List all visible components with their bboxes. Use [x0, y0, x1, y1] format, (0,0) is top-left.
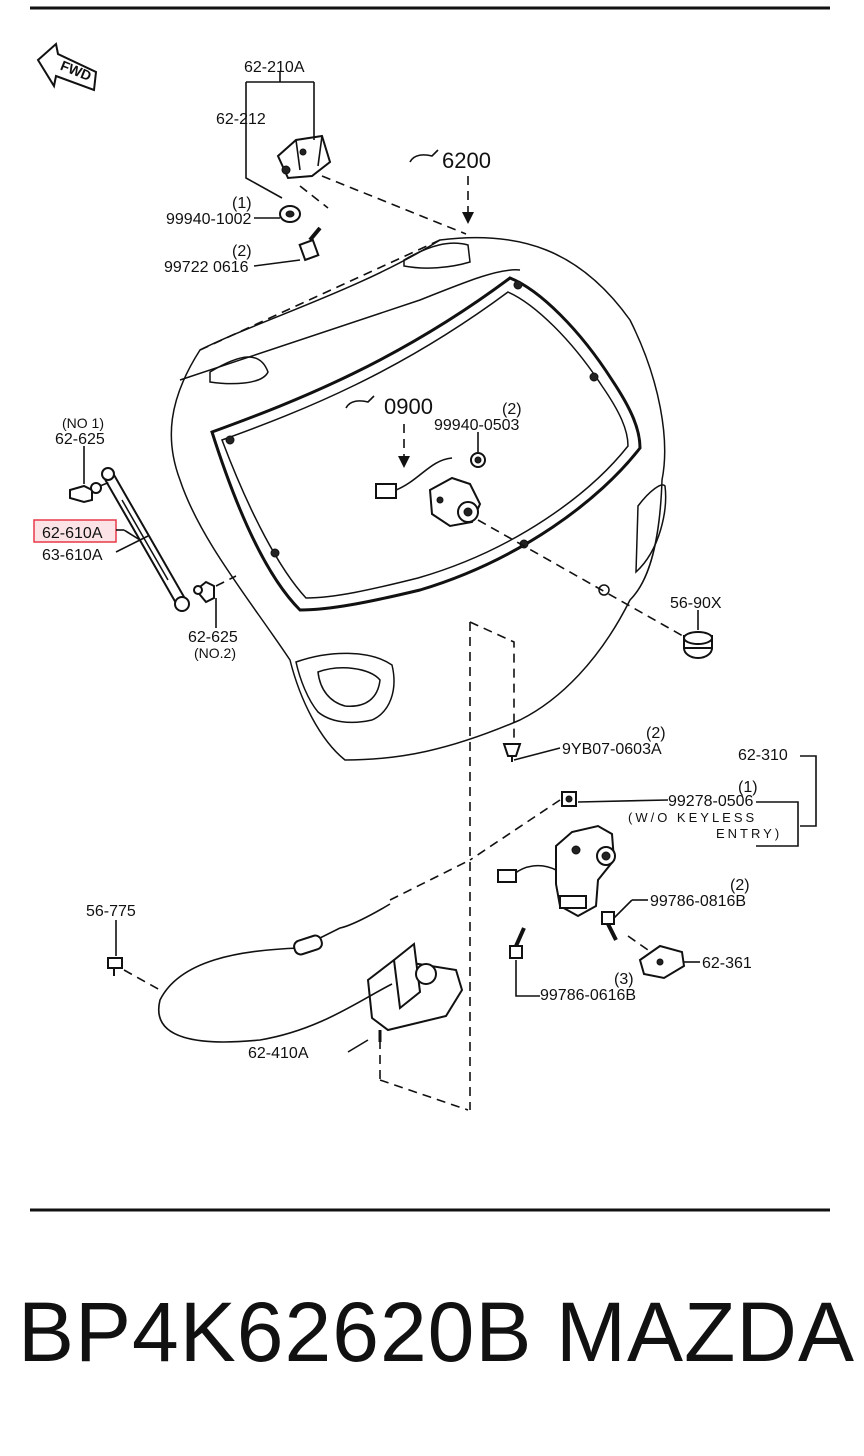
label-62-361: 62-361 [702, 955, 752, 972]
liftgate-body [170, 236, 667, 761]
label-56-775: 56-775 [86, 903, 136, 920]
fwd-arrow-icon: FWD [36, 42, 98, 92]
reference-6200: 6200 [409, 148, 491, 224]
footer: BP4K62620B MAZDA [0, 1290, 864, 1410]
label-qty: (2) [646, 725, 666, 742]
label-qty: (2) [730, 877, 750, 894]
liftgate-exploded-diagram: FWD [30, 6, 830, 1212]
label-62-625-bottom: 62-625 [188, 629, 238, 646]
label-99940-0503: 99940-0503 [434, 417, 520, 434]
label-qty: (2) [502, 401, 522, 418]
label-qty: (3) [614, 971, 634, 988]
label-no2: (NO.2) [194, 645, 236, 661]
label-62-212: 62-212 [216, 111, 266, 128]
brand-name: MAZDA [556, 1285, 855, 1379]
label-63-610A: 63-610A [42, 547, 103, 564]
part-number: BP4K62620B [18, 1285, 533, 1379]
label-0900: 0900 [384, 394, 433, 419]
clip-fastener [502, 743, 522, 762]
label-99940-1002: 99940-1002 [166, 211, 252, 228]
label-99786-0616B: 99786-0616B [540, 987, 636, 1004]
rear-wiper-motor [375, 457, 482, 528]
label-62-210A: 62-210A [244, 59, 305, 76]
label-62-310: 62-310 [738, 747, 788, 764]
label-99786-0816B: 99786-0816B [650, 893, 746, 910]
label-9YB07-0603A: 9YB07-0603A [562, 741, 662, 758]
liftgate-latch [497, 824, 616, 918]
label-62-610A-highlighted: 62-610A [42, 525, 103, 542]
striker-part [638, 944, 686, 980]
hinge-part [276, 134, 332, 180]
hinge-nut [279, 205, 301, 223]
label-qty: (2) [232, 243, 252, 260]
label-99278-0506: 99278-0506 [668, 793, 754, 810]
hinge-bolt [298, 226, 322, 262]
label-62-625-top: 62-625 [55, 431, 105, 448]
ball-stud-bottom [193, 580, 215, 604]
label-62-410A: 62-410A [248, 1045, 309, 1062]
label-99722-0616: 99722 0616 [164, 259, 249, 276]
grommet-part [683, 631, 713, 659]
label-qty: (1) [738, 779, 758, 796]
cable-clip [107, 957, 123, 976]
label-56-90X: 56-90X [670, 595, 722, 612]
latch-screw [561, 791, 577, 807]
label-entry: ENTRY) [716, 826, 782, 841]
label-6200: 6200 [442, 148, 491, 173]
label-qty: (1) [232, 195, 252, 212]
label-wo-keyless: (W/O KEYLESS [628, 810, 757, 825]
liftgate-handle [366, 942, 464, 1042]
label-no1: (NO 1) [62, 415, 104, 431]
latch-bolt-lower [509, 927, 526, 959]
gas-strut [101, 467, 190, 612]
latch-bolt-upper [601, 911, 618, 941]
wiper-nut [470, 452, 486, 468]
highlight-box [33, 519, 117, 543]
ball-stud-top [69, 482, 102, 504]
reference-0900: 0900 [345, 394, 433, 468]
